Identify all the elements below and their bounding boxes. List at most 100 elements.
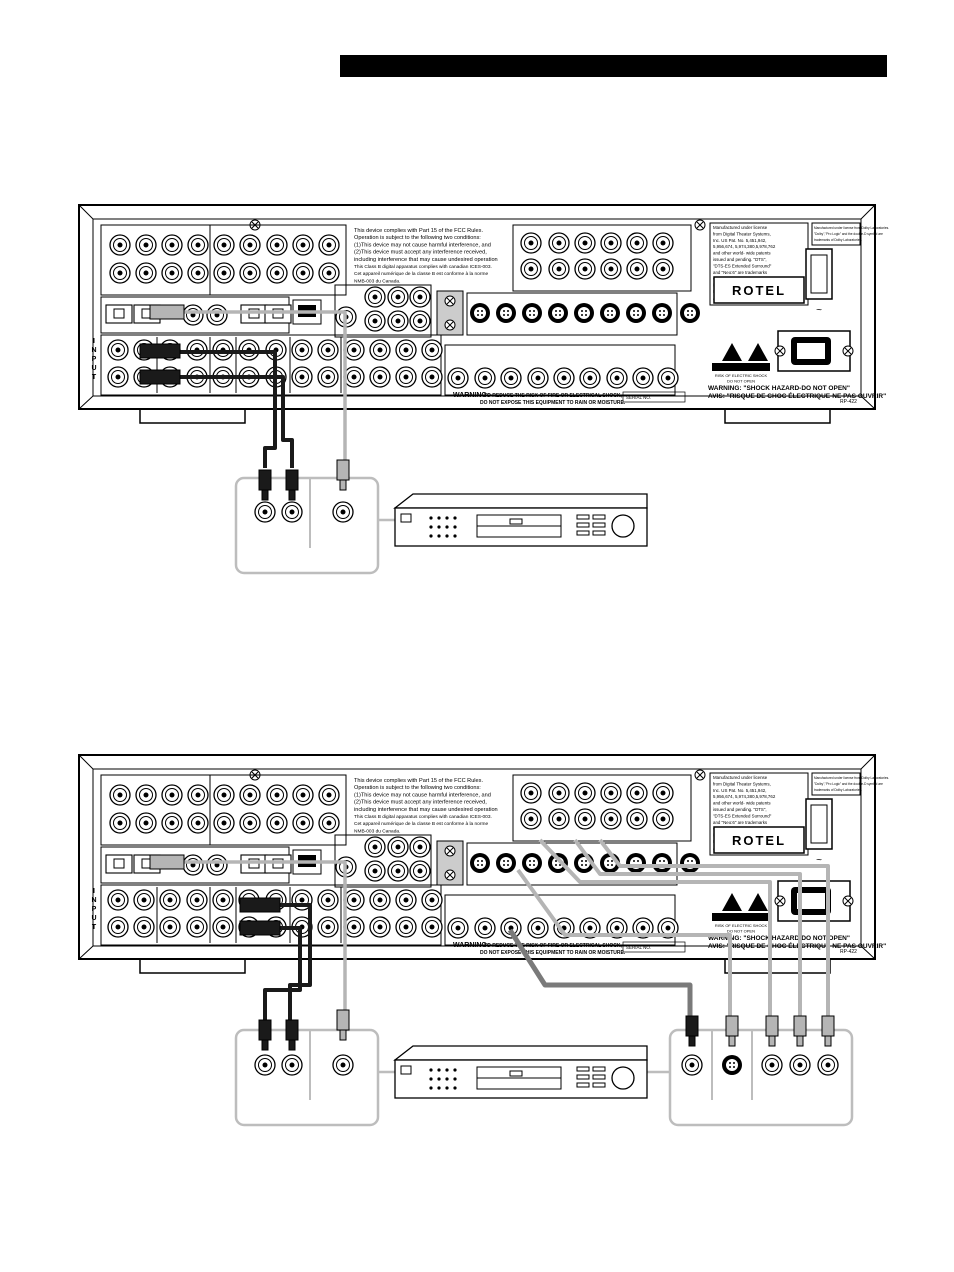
- s-video-jack: [496, 303, 516, 323]
- serial-box: [622, 391, 686, 403]
- rca-jack: [447, 367, 469, 389]
- transport-button: [576, 1074, 590, 1080]
- s-video-jack: [522, 303, 542, 323]
- rca-jack: [600, 232, 622, 254]
- front-button: [445, 525, 449, 529]
- dts-license-line: and other world- wide patents: [713, 251, 771, 256]
- input-letter: I: [93, 338, 95, 345]
- rca-jack: [520, 258, 542, 280]
- dolby-license-line: trademarks of Dolby Laboratories.: [814, 788, 862, 792]
- rca-jack: [395, 916, 417, 938]
- rca-jack: [317, 366, 339, 388]
- s-video-jack: [626, 853, 646, 873]
- source-device-1: [393, 493, 648, 547]
- optical-jack: [264, 304, 292, 324]
- transport-button: [576, 514, 590, 520]
- front-button: [437, 1068, 441, 1072]
- rca-jack: [553, 367, 575, 389]
- s-video-jack: [722, 1055, 742, 1075]
- rca-jack: [626, 782, 648, 804]
- video-cable-composite: [507, 928, 693, 1020]
- dts-license-line: Inc. US Pat. No. 5,451,942,: [713, 238, 766, 243]
- brand-logo: ROTEL: [732, 283, 786, 298]
- rca-jack: [652, 808, 674, 830]
- rca-jack: [317, 889, 339, 911]
- rca-jack: [520, 782, 542, 804]
- front-button: [429, 516, 433, 520]
- front-button: [429, 1068, 433, 1072]
- rca-jack: [548, 258, 570, 280]
- rca-jack: [574, 258, 596, 280]
- rca-jack: [579, 367, 601, 389]
- dts-license-line: from Digital Theater Systems,: [713, 781, 771, 786]
- connection-box-2-left: [234, 1028, 380, 1127]
- rca-jack: [574, 232, 596, 254]
- rca-jack: [657, 367, 679, 389]
- rca-jack: [606, 367, 628, 389]
- fcc-notice-line: This Class B digital apparatus complies …: [354, 814, 492, 820]
- device-top: [393, 1045, 648, 1061]
- front-button: [429, 525, 433, 529]
- rca-jack: [161, 262, 183, 284]
- warning-triangle-icon: [722, 893, 742, 911]
- device-top: [393, 493, 648, 509]
- rca-plug: [258, 1019, 272, 1051]
- dts-license-line: 5,956,674, 5,974,380,5,978,762: [713, 794, 776, 799]
- rca-plug: [285, 1019, 299, 1051]
- rca-jack: [213, 262, 235, 284]
- rca-plug: [336, 1009, 350, 1041]
- rca-jack: [135, 234, 157, 256]
- rca-jack: [652, 258, 674, 280]
- dolby-license-line: "Dolby","Pro Logic" and the double-D sym…: [814, 232, 883, 236]
- optical-jack: [240, 854, 268, 874]
- rca-jack: [574, 808, 596, 830]
- rca-plug: [285, 469, 299, 501]
- fcc-notice-line: This Class B digital apparatus complies …: [354, 264, 492, 270]
- rca-jack: [600, 782, 622, 804]
- rca-jack: [107, 339, 129, 361]
- input-letter: N: [91, 347, 96, 354]
- rca-jack: [213, 784, 235, 806]
- caution-text: CAUTION: [725, 915, 757, 922]
- transport-button: [592, 514, 606, 520]
- avis-warning: AVIS: "RISQUE DE CHOC ÉLECTRIQUE-NE PAS …: [708, 941, 886, 950]
- rca-jack: [409, 836, 431, 858]
- rca-jack: [291, 339, 313, 361]
- rca-jack: [657, 917, 679, 939]
- front-button: [453, 534, 457, 538]
- front-button: [437, 516, 441, 520]
- rca-jack: [421, 339, 443, 361]
- front-button: [445, 1068, 449, 1072]
- warning-text-2: DO NOT EXPOSE THIS EQUIPMENT TO RAIN OR …: [480, 400, 626, 406]
- screw-icon: [694, 769, 706, 781]
- volume-knob: [611, 1066, 635, 1090]
- transport-button: [592, 1082, 606, 1088]
- screw-icon: [444, 295, 456, 307]
- rca-jack: [681, 1054, 703, 1076]
- digital-cable: [165, 860, 347, 1010]
- front-button: [429, 1086, 433, 1090]
- rca-jack: [187, 784, 209, 806]
- warning-text-2: DO NOT EXPOSE THIS EQUIPMENT TO RAIN OR …: [480, 950, 626, 956]
- volume-knob: [611, 514, 635, 538]
- rca-jack: [369, 366, 391, 388]
- rca-jack: [474, 917, 496, 939]
- model-label: RP-422: [840, 949, 857, 955]
- digital-cable: [165, 310, 347, 460]
- dts-license-line: "DTS-ES Extended Surround": [713, 813, 772, 818]
- rca-jack: [317, 339, 339, 361]
- rca-jack: [421, 916, 443, 938]
- audio-cable-right: [150, 375, 294, 468]
- power-button: [400, 513, 412, 523]
- rca-plug: [765, 1015, 779, 1047]
- rca-jack: [369, 889, 391, 911]
- brand-badge: [713, 276, 805, 304]
- rca-jack: [387, 286, 409, 308]
- rca-jack: [239, 234, 261, 256]
- front-button: [437, 534, 441, 538]
- screw-icon: [842, 345, 854, 357]
